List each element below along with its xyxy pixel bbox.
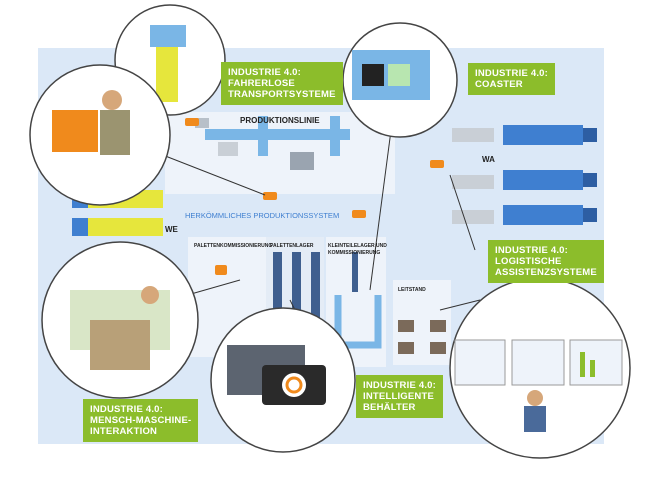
machine-block — [218, 142, 238, 156]
label-wa: WA — [482, 155, 495, 164]
callout-line: COASTER — [475, 79, 523, 90]
desk — [398, 342, 414, 354]
label-leitstand: LEITSTAND — [398, 287, 426, 293]
machine-block — [195, 118, 209, 128]
production-conveyor — [205, 129, 350, 140]
rack — [352, 252, 358, 292]
callout-line: INDUSTRIE 4.0: — [228, 67, 302, 78]
callout-line: INTELLIGENTE — [363, 391, 435, 402]
callout-mensch-maschine-interaktion: INDUSTRIE 4.0: MENSCH-MASCHINE- INTERAKT… — [83, 399, 199, 442]
worker-magnifier — [29, 64, 171, 206]
inbound-truck — [72, 218, 163, 236]
callout-fahrerlose-transportsysteme: INDUSTRIE 4.0: FAHRERLOSE TRANSPORTSYSTE… — [221, 62, 343, 105]
tablet-magnifier — [210, 307, 356, 453]
desk — [430, 342, 446, 354]
coaster-magnifier — [342, 22, 458, 138]
pallet-row — [452, 175, 494, 189]
pallet-row — [452, 128, 494, 142]
rack — [311, 252, 320, 360]
label-kleinteilelager-2: KOMMISSIONIERUNG — [328, 250, 380, 256]
callout-logistische-assistenzsysteme: INDUSTRIE 4.0: LOGISTISCHE ASSISTENZSYST… — [488, 240, 604, 283]
outbound-truck — [503, 205, 597, 225]
conveyor-branch-1 — [258, 116, 268, 156]
callout-line: INDUSTRIE 4.0: — [495, 245, 569, 256]
machine-block — [290, 152, 314, 170]
callout-line: INDUSTRIE 4.0: — [90, 404, 164, 415]
label-kleinteilelager-1: KLEINTEILELAGER UND — [328, 243, 387, 249]
conveyor-branch-2 — [330, 116, 340, 156]
outbound-truck — [503, 125, 597, 145]
callout-line: LOGISTISCHE — [495, 256, 562, 267]
agv — [352, 210, 366, 218]
callout-line: INTERAKTION — [90, 426, 158, 437]
outbound-truck — [503, 170, 597, 190]
pallet-row — [452, 210, 494, 224]
callout-line: FAHRERLOSE — [228, 78, 295, 89]
callout-line: ASSISTENZSYSTEME — [495, 267, 597, 278]
desk — [398, 320, 414, 332]
label-palettenkommissionierung: PALETTENKOMMISSIONIERUNG — [194, 243, 272, 249]
label-herkoemmlich: HERKÖMMLICHES PRODUKTIONSSYSTEM — [185, 211, 339, 220]
control-room-magnifier — [449, 277, 631, 459]
mmi-magnifier — [41, 241, 199, 399]
agv — [430, 160, 444, 168]
callout-line: BEHÄLTER — [363, 402, 416, 413]
callout-line: MENSCH-MASCHINE- — [90, 415, 192, 426]
callout-line: INDUSTRIE 4.0: — [475, 68, 549, 79]
label-palettenlager: PALETTENLAGER — [270, 243, 314, 249]
small-parts-conveyor — [334, 295, 382, 349]
callout-coaster: INDUSTRIE 4.0: COASTER — [468, 63, 556, 95]
rack — [273, 252, 282, 360]
label-we: WE — [165, 225, 179, 234]
rack — [292, 252, 301, 360]
agv — [263, 192, 277, 200]
callout-line: INDUSTRIE 4.0: — [363, 380, 437, 391]
agv — [185, 118, 199, 126]
agv — [215, 265, 227, 275]
label-produktionslinie: PRODUKTIONSLINIE — [240, 116, 320, 125]
desk — [430, 320, 446, 332]
callout-intelligente-behaelter: INDUSTRIE 4.0: INTELLIGENTE BEHÄLTER — [356, 375, 444, 418]
callout-line: TRANSPORTSYSTEME — [228, 89, 336, 100]
